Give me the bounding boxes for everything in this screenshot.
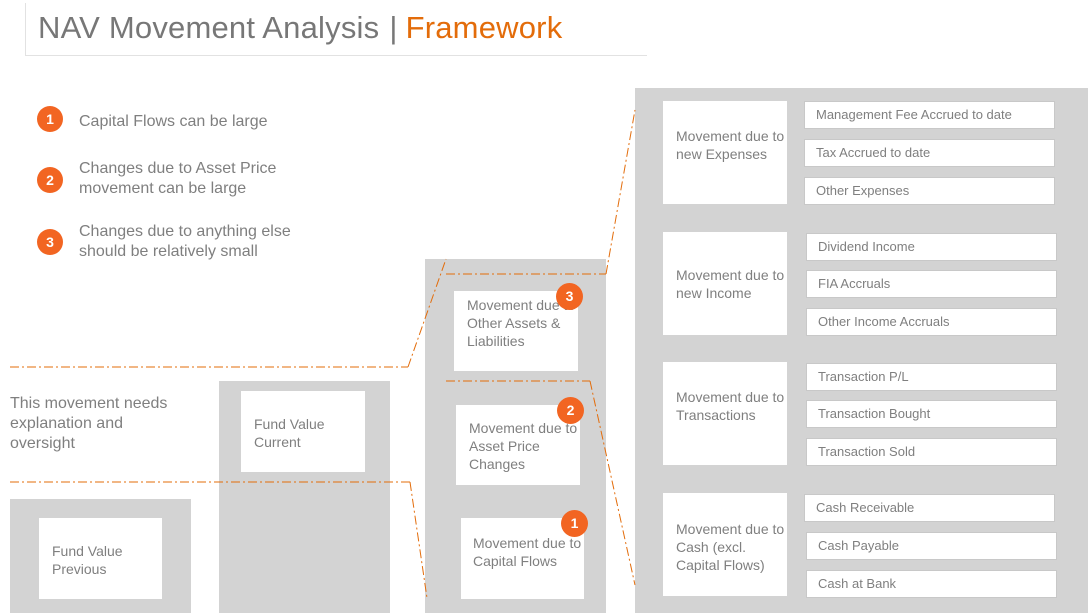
fund-value-previous: Fund Value Previous [39,518,162,599]
item-cash-at-bank: Cash at Bank [806,570,1057,598]
badge-2: 2 [37,167,63,193]
item-transaction-bought: Transaction Bought [806,400,1057,428]
side-note: This movement needs explanation and over… [10,395,168,452]
page-title: NAV Movement Analysis |Framework [38,10,562,46]
connector-rise-right [605,109,636,275]
group-cash: Movement due to Cash (excl. Capital Flow… [663,493,787,596]
note-anything-else: Changes due to anything else should be r… [79,223,291,260]
group-income: Movement due to new Income [663,232,787,335]
connector-drop-right [589,380,636,586]
title-accent: Framework [405,10,563,45]
note-capital-flows: Capital Flows can be large [79,113,268,130]
badge-1-middle: 1 [561,510,588,537]
item-cash-receivable: Cash Receivable [804,494,1055,522]
item-other-income-accruals: Other Income Accruals [806,308,1057,336]
title-separator: | [389,10,398,45]
item-cash-payable: Cash Payable [806,532,1057,560]
item-dividend-income: Dividend Income [806,233,1057,261]
badge-3-middle: 3 [556,283,583,310]
item-management-fee: Management Fee Accrued to date [804,101,1055,129]
title-frame [25,3,647,56]
group-transactions: Movement due to Transactions [663,362,787,465]
item-other-expenses: Other Expenses [804,177,1055,205]
item-tax-accrued: Tax Accrued to date [804,139,1055,167]
item-transaction-pl: Transaction P/L [806,363,1057,391]
item-fia-accruals: FIA Accruals [806,270,1057,298]
movement-other-assets: Movement due to Other Assets & Liabiliti… [454,291,578,371]
title-main: NAV Movement Analysis [38,10,380,45]
group-expenses: Movement due to new Expenses [663,101,787,204]
badge-1: 1 [37,106,63,132]
badge-3: 3 [37,229,63,255]
badge-2-middle: 2 [557,397,584,424]
connector-drop-left [409,481,428,599]
connector-rise-left [407,258,447,368]
fund-value-current: Fund Value Current [241,391,365,472]
note-asset-price: Changes due to Asset Price movement can … [79,160,277,197]
item-transaction-sold: Transaction Sold [806,438,1057,466]
